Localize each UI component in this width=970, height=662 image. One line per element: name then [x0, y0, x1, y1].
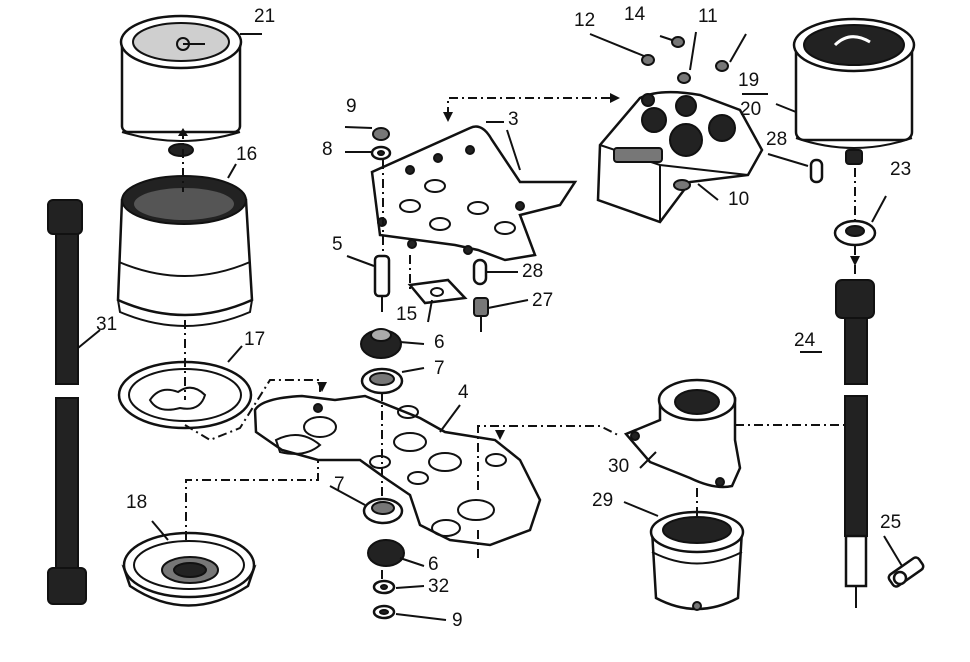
callout-6-top: 6: [434, 332, 445, 353]
part-7-ring-top: [360, 367, 404, 395]
callout-4: 4: [458, 382, 469, 403]
callout-8: 8: [322, 139, 333, 160]
callout-7-bottom: 7: [334, 474, 345, 495]
callout-18: 18: [126, 492, 147, 513]
callout-30: 30: [608, 456, 629, 477]
callout-9-bottom: 9: [452, 610, 463, 631]
part-6-grommet-top: [360, 328, 402, 359]
callout-28-right: 28: [766, 129, 787, 150]
part-9-nut-top: [372, 127, 390, 141]
callout-9-top: 9: [346, 96, 357, 117]
callout-11: 11: [698, 6, 718, 27]
part-18-base-cup: [121, 531, 257, 607]
part-16-housing: [116, 175, 254, 327]
part-25-bolt: [887, 556, 925, 588]
callout-28-left: 28: [522, 261, 543, 282]
callout-5: 5: [332, 234, 343, 255]
callout-16: 16: [236, 144, 257, 165]
part-7-ring-bottom: [362, 497, 404, 525]
part-4-lower-plate: [253, 394, 542, 547]
part-21-gauge: [119, 14, 243, 157]
part-5-screw: [373, 254, 391, 312]
part-6-grommet-bottom: [367, 539, 405, 567]
callout-14: 14: [624, 4, 646, 25]
part-32-washer: [372, 579, 396, 595]
part-24-cable: [835, 279, 875, 608]
callout-labels: 21 16 31 17 18 9 8 3 5 28 27 15 6 7 4 7 …: [96, 4, 911, 631]
part-14-nut: [671, 36, 685, 48]
part-nut-extra: [715, 60, 729, 72]
callout-25: 25: [880, 512, 901, 533]
callout-17: 17: [244, 329, 265, 350]
centerlines: [182, 97, 856, 580]
callout-27: 27: [532, 290, 553, 311]
part-30-flange-housing: [623, 378, 742, 489]
callout-19: 19: [738, 70, 759, 91]
part-17-plate: [117, 360, 253, 430]
callout-6-bottom: 6: [428, 554, 439, 575]
callout-7-top: 7: [434, 358, 445, 379]
part-12-nut: [641, 54, 655, 66]
part-19-gauge: [792, 17, 916, 165]
part-27-sensor: [473, 297, 489, 332]
part-29-cup: [649, 510, 745, 611]
callout-15: 15: [396, 304, 417, 325]
part-23-nut: [833, 219, 877, 247]
callout-32: 32: [428, 576, 449, 597]
part-11-nut: [677, 72, 691, 84]
part-31-cable: [47, 199, 87, 605]
callout-3: 3: [508, 109, 519, 130]
part-3-mounting-plate: [370, 125, 578, 262]
part-28-peg-right: [809, 158, 824, 184]
callout-21: 21: [254, 6, 275, 27]
part-10-control-pod: [596, 90, 764, 224]
part-9-nut-bottom: [372, 604, 396, 620]
arrow-heads: [178, 93, 860, 440]
callout-29: 29: [592, 490, 613, 511]
part-15-bracket: [407, 278, 468, 305]
callout-31: 31: [96, 314, 117, 335]
leader-lines: [77, 31, 903, 621]
callout-23: 23: [890, 159, 911, 180]
part-28-peg: [472, 258, 488, 286]
callout-24: 24: [794, 330, 816, 351]
callout-20: 20: [740, 99, 761, 120]
callout-12: 12: [574, 10, 595, 31]
callout-10: 10: [728, 189, 749, 210]
part-8-washer: [370, 145, 392, 161]
